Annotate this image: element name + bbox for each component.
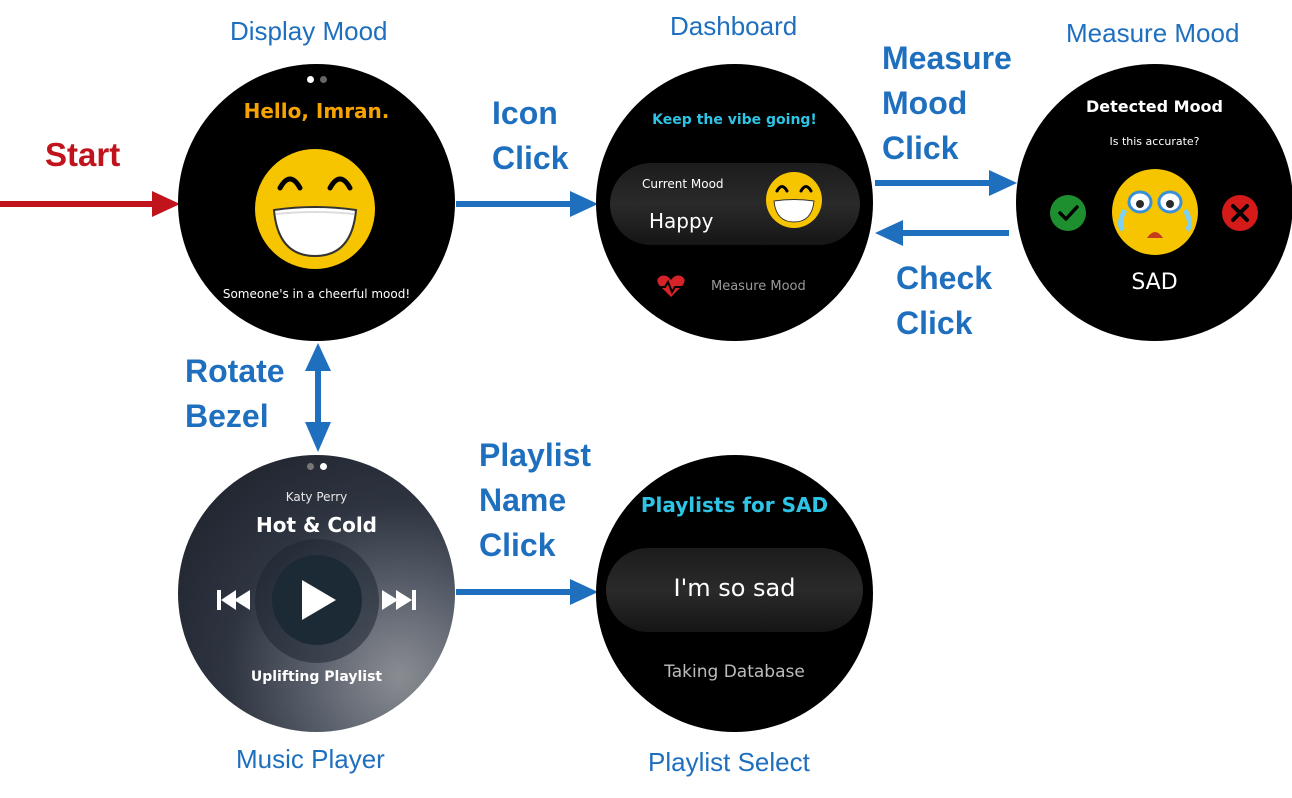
measure-mood-arrow bbox=[875, 170, 1017, 196]
rotate-bezel-arrow bbox=[305, 343, 331, 452]
current-mood-value: Happy bbox=[649, 209, 714, 233]
page-dot bbox=[307, 463, 314, 470]
display-mood-screen[interactable]: Hello, Imran. Someone's in a cheerful mo… bbox=[178, 64, 455, 341]
dashboard-screen: Keep the vibe going! Current Mood Happy … bbox=[596, 64, 873, 341]
next-track-icon[interactable] bbox=[380, 589, 416, 611]
measure-mood-click-line-3: Click bbox=[882, 130, 959, 166]
icon-click-line-1: Icon bbox=[492, 95, 558, 131]
current-mood-label: Current Mood bbox=[642, 177, 724, 191]
check-click-arrow bbox=[875, 220, 1009, 246]
playlist-name-click-line-3: Click bbox=[479, 527, 556, 563]
measure-mood-click-line-2: Mood bbox=[882, 85, 968, 121]
artist-name: Katy Perry bbox=[285, 490, 348, 504]
rotate-bezel-label: Rotate Bezel bbox=[185, 349, 285, 439]
playlist-name-click-label: Playlist Name Click bbox=[479, 433, 591, 568]
music-player-title: Music Player bbox=[236, 744, 385, 774]
playlist-click-arrow bbox=[456, 579, 598, 605]
start-label: Start bbox=[45, 136, 121, 173]
song-title: Hot & Cold bbox=[256, 513, 377, 537]
page-dot bbox=[320, 76, 327, 83]
rotate-bezel-line-1: Rotate bbox=[185, 353, 285, 389]
sad-face-icon bbox=[1112, 169, 1198, 255]
playlist-item[interactable]: Taking Database bbox=[664, 662, 805, 682]
icon-click-line-2: Click bbox=[492, 140, 569, 176]
playlist-name-click-line-2: Name bbox=[479, 482, 567, 518]
detected-mood-value: SAD bbox=[1131, 270, 1178, 295]
display-mood-title: Display Mood bbox=[230, 16, 388, 46]
playlist-name[interactable]: Uplifting Playlist bbox=[250, 669, 383, 685]
check-click-label: Check Click bbox=[896, 256, 992, 346]
play-button[interactable] bbox=[272, 555, 362, 645]
playlist-item-label: I'm so sad bbox=[673, 574, 796, 602]
dashboard-header: Keep the vibe going! bbox=[652, 112, 817, 128]
measure-mood-title: Measure Mood bbox=[1066, 18, 1240, 48]
mood-caption: Someone's in a cheerful mood! bbox=[222, 287, 411, 301]
close-icon[interactable] bbox=[1221, 194, 1259, 232]
play-icon bbox=[302, 580, 336, 620]
icon-click-arrow bbox=[456, 191, 598, 217]
previous-track-icon[interactable] bbox=[217, 589, 253, 611]
heart-rate-icon[interactable] bbox=[656, 275, 686, 299]
dashboard-title: Dashboard bbox=[670, 11, 798, 41]
detected-mood-header: Detected Mood bbox=[1086, 97, 1223, 116]
music-player-screen[interactable]: Katy Perry Hot & Cold Uplifting Playlist bbox=[178, 455, 455, 732]
icon-click-label: Icon Click bbox=[492, 91, 568, 181]
playlist-item-selected[interactable]: I'm so sad bbox=[606, 548, 863, 632]
current-mood-card[interactable]: Current Mood Happy bbox=[610, 163, 860, 245]
check-click-line-1: Check bbox=[896, 260, 993, 296]
measure-mood-click-line-1: Measure bbox=[882, 40, 1012, 76]
measure-mood-click-label: Measure Mood Click bbox=[882, 36, 1012, 171]
playlist-header: Playlists for SAD bbox=[640, 493, 829, 517]
check-icon[interactable] bbox=[1049, 194, 1087, 232]
measure-mood-button[interactable]: Measure Mood bbox=[711, 279, 806, 294]
greeting-text: Hello, Imran. bbox=[243, 99, 390, 123]
check-click-line-2: Click bbox=[896, 305, 973, 341]
page-dot-active bbox=[320, 463, 327, 470]
accuracy-question: Is this accurate? bbox=[1109, 135, 1200, 148]
playlist-select-screen: Playlists for SAD I'm so sad Taking Data… bbox=[596, 455, 873, 732]
happy-face-icon[interactable] bbox=[254, 148, 376, 270]
measure-mood-screen: Detected Mood Is this accurate? SAD bbox=[1016, 64, 1292, 341]
start-arrow bbox=[0, 191, 180, 217]
playlist-select-title: Playlist Select bbox=[648, 747, 810, 777]
happy-face-icon bbox=[766, 172, 822, 228]
rotate-bezel-line-2: Bezel bbox=[185, 398, 269, 434]
playlist-name-click-line-1: Playlist bbox=[479, 437, 592, 473]
page-dot-active bbox=[307, 76, 314, 83]
